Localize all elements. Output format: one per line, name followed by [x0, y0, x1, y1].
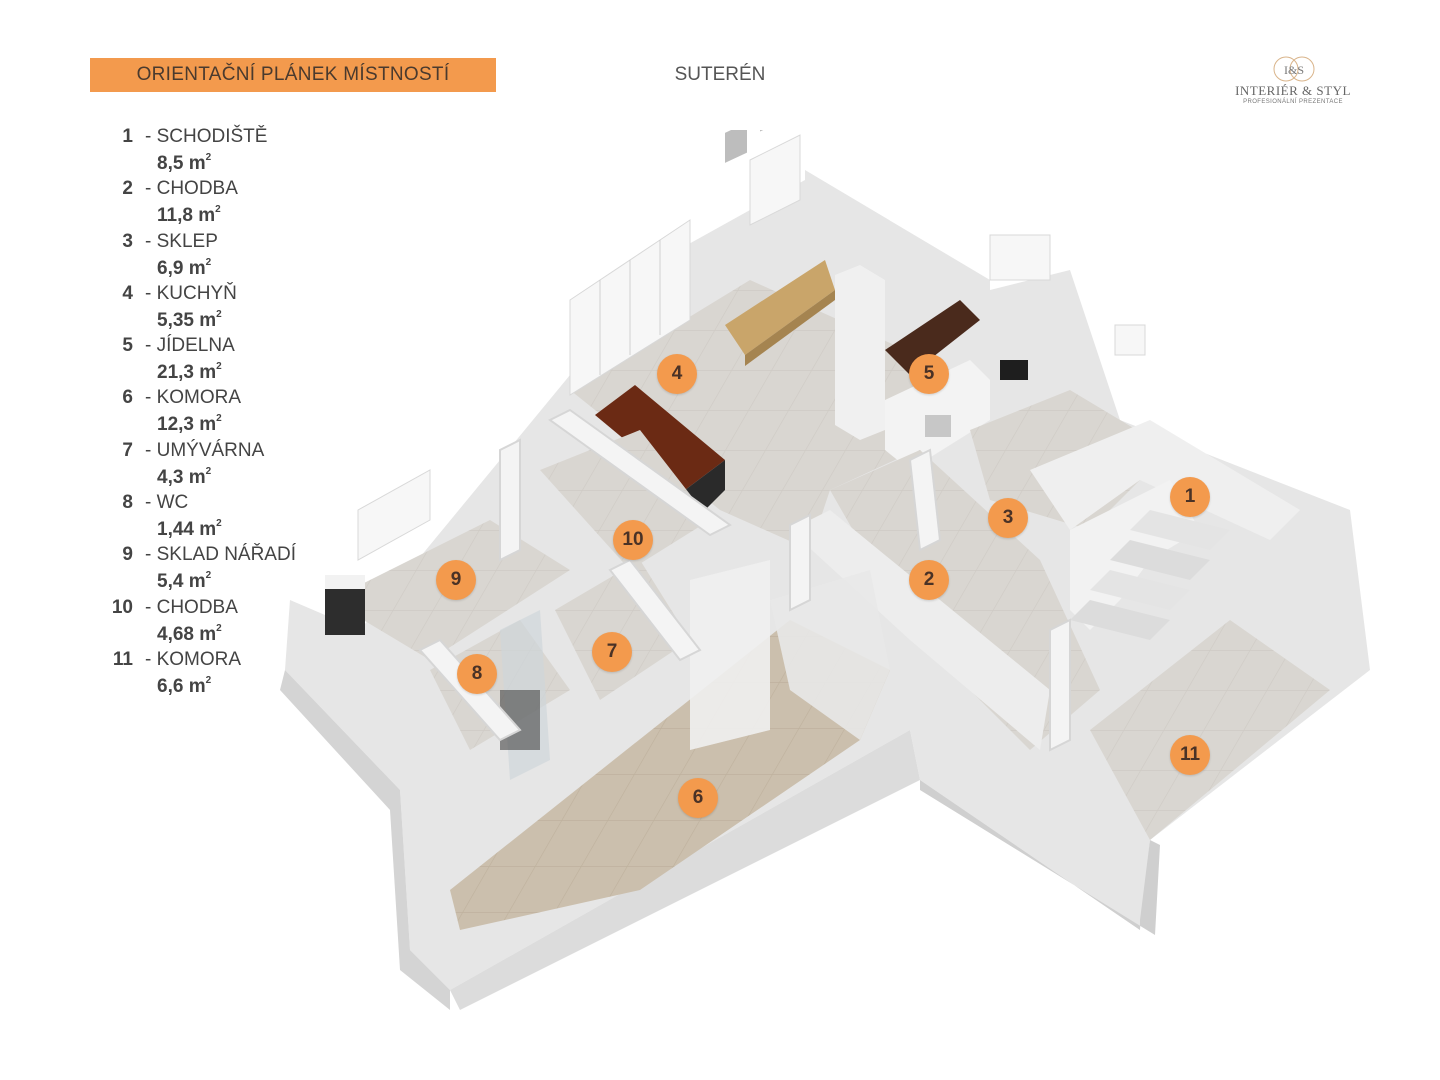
- legend-number: 4: [122, 282, 133, 304]
- legend-item: 10 - CHODBA 4,68 m2: [100, 597, 340, 649]
- room-marker: 1: [1170, 477, 1210, 517]
- room-legend: 1 - SCHODIŠTĚ 8,5 m2 2 - CHODBA 11,8 m2 …: [100, 126, 340, 701]
- floor-plan-illustration: 1 2 3 4 5 6 7 8 9 10 11: [270, 130, 1390, 1010]
- room-6-storage: [450, 560, 890, 930]
- legend-item: 7 - UMÝVÁRNA 4,3 m2: [100, 440, 340, 492]
- cooktop: [1000, 360, 1028, 380]
- room-marker: 5: [909, 354, 949, 394]
- logo-tagline: PROFESIONÁLNÍ PREZENTACE: [1243, 99, 1343, 105]
- chair: [760, 130, 782, 132]
- legend-room-area: 11,8 m2: [157, 204, 221, 227]
- room-marker: 2: [909, 560, 949, 600]
- room-7-8-washroom-wc: [430, 560, 690, 780]
- room-marker: 7: [592, 632, 632, 672]
- legend-room-area: 8,5 m2: [157, 152, 212, 174]
- legend-room-name: - CHODBA: [145, 596, 238, 618]
- legend-item: 2 - CHODBA 11,8 m2: [100, 178, 340, 230]
- legend-room-name: - CHODBA: [145, 178, 238, 200]
- legend-room-name: - SKLAD NÁŘADÍ: [145, 544, 296, 566]
- legend-number: 1: [122, 126, 133, 147]
- sink: [925, 415, 951, 437]
- legend-item: 11 - KOMORA 6,6 m2: [100, 649, 340, 701]
- legend-item: 5 - JÍDELNA 21,3 m2: [100, 335, 340, 387]
- room-marker: 9: [436, 560, 476, 600]
- plan-title-banner: ORIENTAČNÍ PLÁNEK MÍSTNOSTÍ: [90, 58, 496, 92]
- room-marker: 8: [457, 654, 497, 694]
- legend-room-area: 12,3 m2: [157, 413, 222, 436]
- legend-item: 8 - WC 1,44 m2: [100, 492, 340, 544]
- room-marker: 4: [657, 354, 697, 394]
- legend-room-name: - UMÝVÁRNA: [145, 439, 265, 461]
- legend-number: 5: [122, 335, 133, 357]
- legend-room-area: 6,6 m2: [157, 674, 212, 697]
- legend-room-area: 6,9 m2: [157, 256, 212, 279]
- room-1-3-staircase-cellar: [970, 390, 1300, 640]
- room-marker: 11: [1170, 735, 1210, 775]
- legend-room-name: - SCHODIŠTĚ: [145, 126, 268, 147]
- logo-initials: I&S: [1284, 63, 1304, 77]
- appliance: [325, 585, 365, 635]
- pillar: [835, 265, 885, 440]
- legend-number: 6: [122, 387, 133, 409]
- room-4-5-kitchen-dining: [570, 130, 1028, 550]
- legend-number: 7: [122, 439, 133, 461]
- windows: [357, 134, 1146, 561]
- legend-room-name: - KOMORA: [145, 648, 242, 670]
- legend-room-area: 1,44 m2: [157, 518, 222, 541]
- legend-room-name: - SKLEP: [145, 230, 218, 252]
- floor-level-title: SUTERÉN: [674, 64, 766, 85]
- room-2-corridor: [790, 450, 1100, 750]
- legend-room-name: - KOMORA: [145, 387, 242, 409]
- room-marker: 6: [678, 778, 718, 818]
- chair: [725, 130, 747, 163]
- legend-item: 4 - KUCHYŇ 5,35 m2: [100, 283, 340, 335]
- legend-item: 6 - KOMORA 12,3 m2: [100, 387, 340, 439]
- outer-walls: [280, 170, 1370, 1010]
- room-marker: 10: [613, 520, 653, 560]
- legend-item: 3 - SKLEP 6,9 m2: [100, 231, 340, 283]
- legend-number: 10: [111, 596, 133, 618]
- logo-emblem-icon: I&S: [1273, 56, 1315, 82]
- legend-number: 11: [112, 648, 133, 670]
- legend-room-name: - JÍDELNA: [145, 335, 235, 357]
- room-10-corridor: [540, 430, 710, 570]
- legend-room-name: - KUCHYŇ: [145, 282, 237, 304]
- legend-number: 2: [122, 178, 133, 200]
- legend-room-area: 4,68 m2: [157, 622, 222, 645]
- interior-walls: [418, 408, 1071, 752]
- stairs: [1070, 510, 1230, 640]
- legend-number: 3: [122, 230, 133, 252]
- dining-table: [725, 260, 835, 355]
- legend-number: 8: [122, 492, 133, 514]
- kitchen-island: [595, 385, 725, 490]
- company-logo: I&S INTERIÉR & STYL PROFESIONÁLNÍ PREZEN…: [1228, 54, 1358, 110]
- legend-item: 9 - SKLAD NÁŘADÍ 5,4 m2: [100, 544, 340, 596]
- logo-name: INTERIÉR & STYL: [1235, 83, 1351, 98]
- legend-item: 1 - SCHODIŠTĚ 8,5 m2: [100, 126, 340, 178]
- legend-room-area: 4,3 m2: [157, 465, 212, 488]
- room-11-storage: [1090, 620, 1330, 840]
- legend-number: 9: [122, 544, 133, 566]
- legend-room-area: 21,3 m2: [157, 361, 222, 384]
- room-marker: 3: [988, 498, 1028, 538]
- legend-room-area: 5,4 m2: [157, 570, 212, 593]
- legend-room-name: - WC: [145, 492, 189, 514]
- legend-room-area: 5,35 m2: [157, 308, 222, 331]
